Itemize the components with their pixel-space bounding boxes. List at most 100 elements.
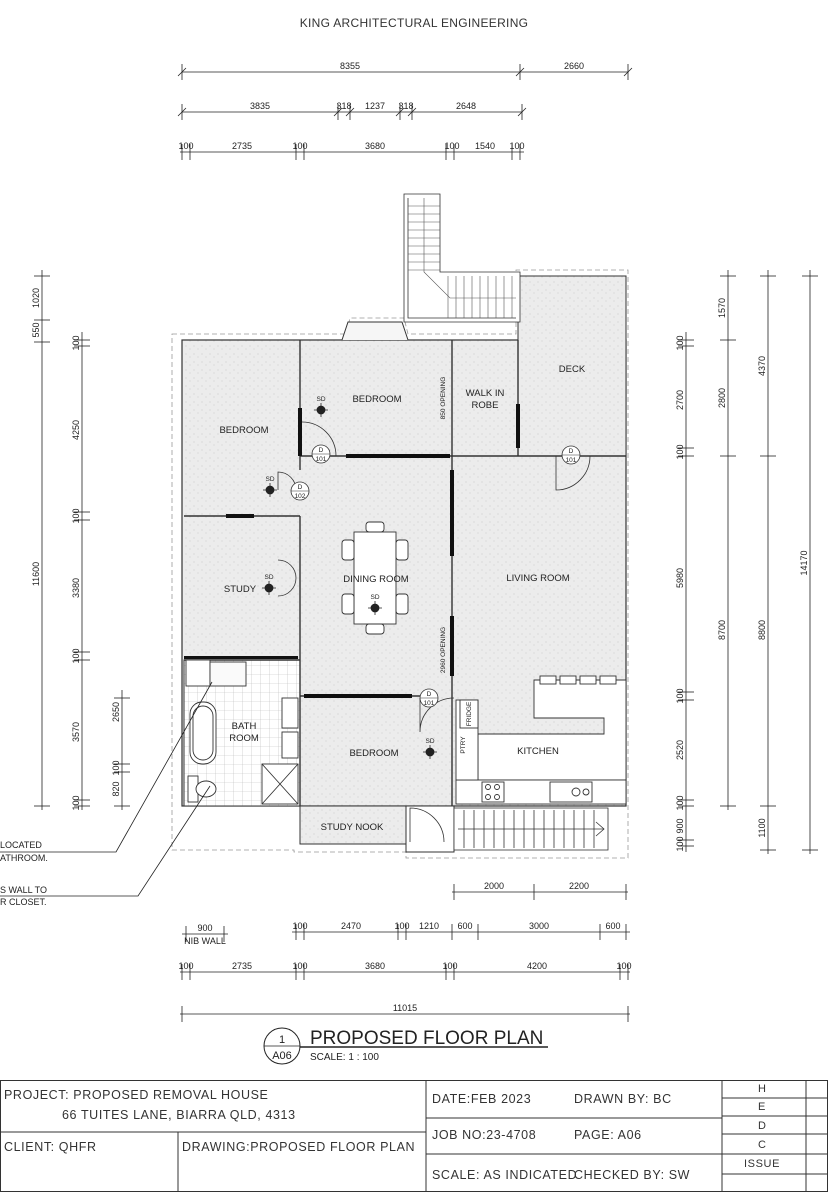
floor-plan-drawing: 8355 2660 3835 318 1237 318 2648 100 273…: [0, 61, 818, 1065]
label-pantry: PTRY: [460, 736, 467, 754]
dim-bottom-3000: 3000: [529, 921, 549, 931]
dim-left-100: 100: [71, 795, 81, 810]
project-name: PROJECT: PROPOSED REMOVAL HOUSE: [4, 1088, 269, 1102]
dim-right-14170: 14170: [799, 550, 809, 575]
drawing-name: DRAWING:PROPOSED FLOOR PLAN: [182, 1140, 416, 1154]
dim-bottom-11015: 11015: [393, 1003, 417, 1013]
dim-top-318b: 318: [398, 101, 413, 111]
page-number: PAGE: A06: [574, 1128, 642, 1142]
label-nib-wall: NIB WALL: [184, 936, 226, 946]
dim-bottom-100: 100: [292, 961, 307, 971]
door-tag-number: 101: [566, 457, 577, 464]
dim-right-100: 100: [675, 688, 685, 703]
dim-right-5980: 5980: [675, 568, 685, 588]
sd-label: SD: [264, 574, 273, 581]
dim-bottom-1210: 1210: [419, 921, 439, 931]
dim-top-100c: 100: [444, 141, 459, 151]
drawing-number: 1: [279, 1034, 285, 1046]
smoke-detectors: [262, 403, 437, 759]
sd-label: SD: [370, 594, 379, 601]
room-dining: DINING ROOM: [343, 574, 409, 585]
dim-bottom-600: 600: [457, 921, 472, 931]
dim-left-550: 550: [31, 322, 41, 337]
dim-top-2735: 2735: [232, 141, 252, 151]
issue-d: D: [758, 1120, 767, 1132]
project-address: 66 TUITES LANE, BIARRA QLD, 4313: [62, 1108, 296, 1122]
dim-right-4370: 4370: [757, 356, 767, 376]
note-1-line-2: ATHROOM.: [0, 853, 48, 863]
sd-label: SD: [425, 738, 434, 745]
dim-bottom-100: 100: [394, 921, 409, 931]
label-opening-850: 850 OPENING: [440, 377, 447, 420]
room-bedroom-1: BEDROOM: [219, 425, 268, 436]
label-opening-2960: 2960 OPENING: [440, 627, 447, 673]
dim-right-1570: 1570: [717, 298, 727, 318]
dim-bottom-2735: 2735: [232, 961, 252, 971]
scale: SCALE: AS INDICATED: [432, 1168, 578, 1182]
dim-top-100b: 100: [292, 141, 307, 151]
room-walk-in-robe-2: ROBE: [472, 400, 499, 411]
issue-e: E: [758, 1101, 766, 1113]
dim-bottom-3680: 3680: [365, 961, 385, 971]
dim-bottom-600: 600: [605, 921, 620, 931]
building-plan: [171, 193, 629, 859]
dim-right-2700: 2700: [675, 390, 685, 410]
issue-c: C: [758, 1139, 767, 1151]
title-block: PROJECT: PROPOSED REMOVAL HOUSE 66 TUITE…: [0, 1080, 828, 1192]
dim-deck-2000: 2000: [484, 881, 504, 891]
dim-right-100: 100: [675, 795, 685, 810]
dim-bottom-100: 100: [442, 961, 457, 971]
job-number: JOB NO:23-4708: [432, 1128, 537, 1142]
door-tag-number: 102: [295, 493, 306, 500]
dim-top-3835: 3835: [250, 101, 270, 111]
note-1-line-1: LOCATED: [0, 840, 42, 850]
dim-left-3570: 3570: [71, 722, 81, 742]
dim-top-2660: 2660: [564, 61, 584, 71]
client: CLIENT: QHFR: [4, 1140, 97, 1154]
room-kitchen: KITCHEN: [517, 746, 559, 757]
room-study: STUDY: [224, 584, 257, 595]
dim-top-318a: 318: [336, 101, 351, 111]
dim-bottom-4200: 4200: [527, 961, 547, 971]
dim-right-2800: 2800: [717, 388, 727, 408]
note-2-line-1: S WALL TO: [0, 885, 47, 895]
room-living: LIVING ROOM: [506, 573, 569, 584]
dim-right-100: 100: [675, 444, 685, 459]
drawing-scale: SCALE: 1 : 100: [310, 1052, 379, 1063]
dim-right-8800: 8800: [757, 620, 767, 640]
checked-by: CHECKED BY: SW: [574, 1168, 691, 1182]
room-bath-2: ROOM: [229, 733, 259, 744]
dim-top-3680: 3680: [365, 141, 385, 151]
kitchen-joinery: [455, 675, 627, 805]
dim-top-8355: 8355: [340, 61, 360, 71]
door-tag-letter: D: [298, 484, 303, 491]
dim-left-100: 100: [71, 508, 81, 523]
dim-left-100: 100: [111, 760, 121, 775]
drawn-by: DRAWN BY: BC: [574, 1092, 672, 1106]
dim-right-1100: 1100: [757, 818, 767, 837]
dim-bottom-100: 100: [616, 961, 631, 971]
dim-deck-2200: 2200: [569, 881, 589, 891]
note-2-line-2: R CLOSET.: [0, 897, 47, 907]
firm-name: KING ARCHITECTURAL ENGINEERING: [299, 16, 529, 30]
drawing-sheet: A06: [272, 1050, 292, 1062]
drawing-title-text: PROPOSED FLOOR PLAN: [310, 1028, 543, 1049]
dim-right-100: 100: [675, 335, 685, 350]
room-deck: DECK: [559, 364, 586, 375]
drawing-title: 1 A06 PROPOSED FLOOR PLAN SCALE: 1 : 100: [263, 1027, 548, 1065]
dim-top-100a: 100: [178, 141, 193, 151]
dim-right-900: 900: [675, 818, 685, 833]
top-dimensions: [177, 64, 633, 160]
dim-top-1540: 1540: [475, 141, 495, 151]
dim-top-100d: 100: [509, 141, 524, 151]
date: DATE:FEB 2023: [432, 1092, 532, 1106]
dim-left-4250: 4250: [71, 420, 81, 440]
dim-right-100: 100: [675, 836, 685, 851]
dim-left-2650: 2650: [111, 702, 121, 722]
dim-bottom-100: 100: [292, 921, 307, 931]
dim-left-100: 100: [71, 648, 81, 663]
dim-top-2648: 2648: [456, 101, 476, 111]
dim-bottom-2470: 2470: [341, 921, 361, 931]
room-walk-in-robe: WALK IN: [466, 388, 505, 399]
dim-left-3380: 3380: [71, 578, 81, 598]
